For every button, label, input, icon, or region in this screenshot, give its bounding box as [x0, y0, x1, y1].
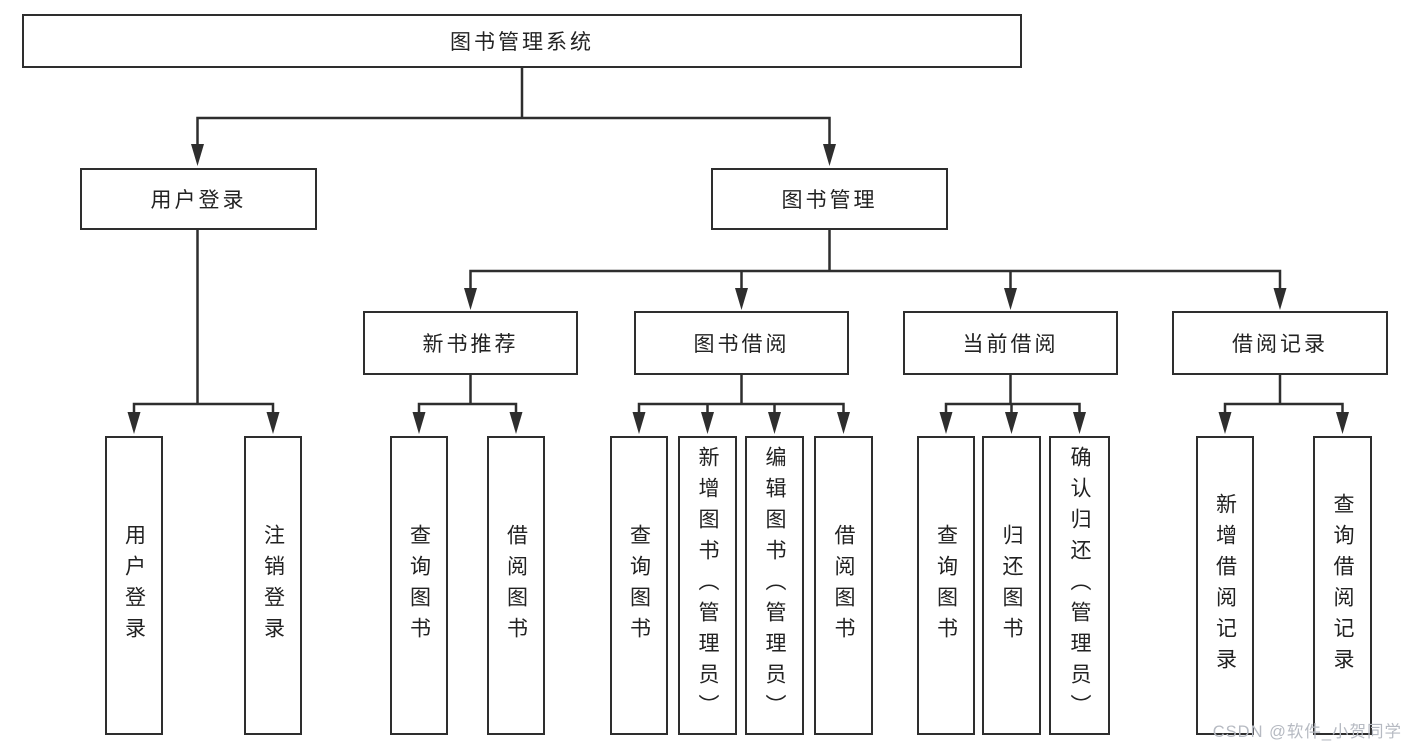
node-current-borrow: 当前借阅	[903, 311, 1118, 375]
leaf-return-books: 归还图书	[982, 436, 1041, 735]
edge-user-login-to-leaves	[132, 228, 275, 416]
node-label: 借阅图书	[832, 523, 855, 648]
edge-root-to-level2	[196, 66, 831, 148]
node-label: 查询图书	[627, 523, 651, 648]
leaf-borrow-books-recommend: 借阅图书	[487, 436, 545, 735]
node-label: 归还图书	[1000, 523, 1023, 648]
node-borrow-records: 借阅记录	[1172, 311, 1388, 375]
node-new-book-recommend: 新书推荐	[363, 311, 578, 375]
leaf-borrow-books: 借阅图书	[814, 436, 873, 735]
leaf-add-borrow-record: 新增借阅记录	[1196, 436, 1254, 735]
node-label: 用户登录	[150, 189, 247, 212]
node-label: 当前借阅	[962, 333, 1059, 356]
leaf-query-borrow-record: 查询借阅记录	[1313, 436, 1372, 735]
node-label: 查询图书	[407, 523, 431, 648]
edge-current-to-leaves	[944, 373, 1081, 416]
node-label: 用户登录	[122, 523, 146, 648]
node-library-system: 图书管理系统	[22, 14, 1022, 68]
leaf-logout: 注销登录	[244, 436, 302, 735]
node-label: 借阅记录	[1232, 333, 1328, 356]
edge-records-to-leaves	[1223, 373, 1344, 416]
node-user-login: 用户登录	[80, 168, 317, 230]
leaf-add-books-admin: 新增图书（管理员）	[678, 436, 737, 735]
leaf-user-login: 用户登录	[105, 436, 163, 735]
node-label: 确认归还（管理员）	[1068, 446, 1091, 725]
node-label: 注销登录	[261, 523, 285, 648]
node-label: 查询借阅记录	[1331, 492, 1354, 679]
edge-borrow-to-leaves	[637, 373, 845, 416]
watermark: CSDN @软件_小贺同学	[1212, 723, 1402, 741]
arrowheads	[127, 144, 1349, 434]
leaf-edit-books-admin: 编辑图书（管理员）	[745, 436, 804, 735]
edge-recommend-to-leaves	[417, 373, 518, 416]
node-label: 查询图书	[934, 523, 958, 648]
leaf-query-books-borrow: 查询图书	[610, 436, 668, 735]
edge-book-management-to-level3	[469, 228, 1282, 292]
leaf-query-books-recommend: 查询图书	[390, 436, 448, 735]
node-label: 图书借阅	[693, 333, 790, 356]
node-label: 图书管理	[781, 189, 878, 212]
node-book-management: 图书管理	[711, 168, 948, 230]
node-label: 图书管理系统	[450, 31, 594, 54]
node-label: 新增图书（管理员）	[696, 446, 719, 725]
leaf-confirm-return-admin: 确认归还（管理员）	[1049, 436, 1110, 735]
node-book-borrow: 图书借阅	[634, 311, 849, 375]
node-label: 编辑图书（管理员）	[763, 446, 786, 725]
node-label: 新书推荐	[422, 333, 519, 356]
leaf-query-books-current: 查询图书	[917, 436, 975, 735]
node-label: 借阅图书	[504, 523, 528, 648]
node-label: 新增借阅记录	[1213, 492, 1237, 679]
